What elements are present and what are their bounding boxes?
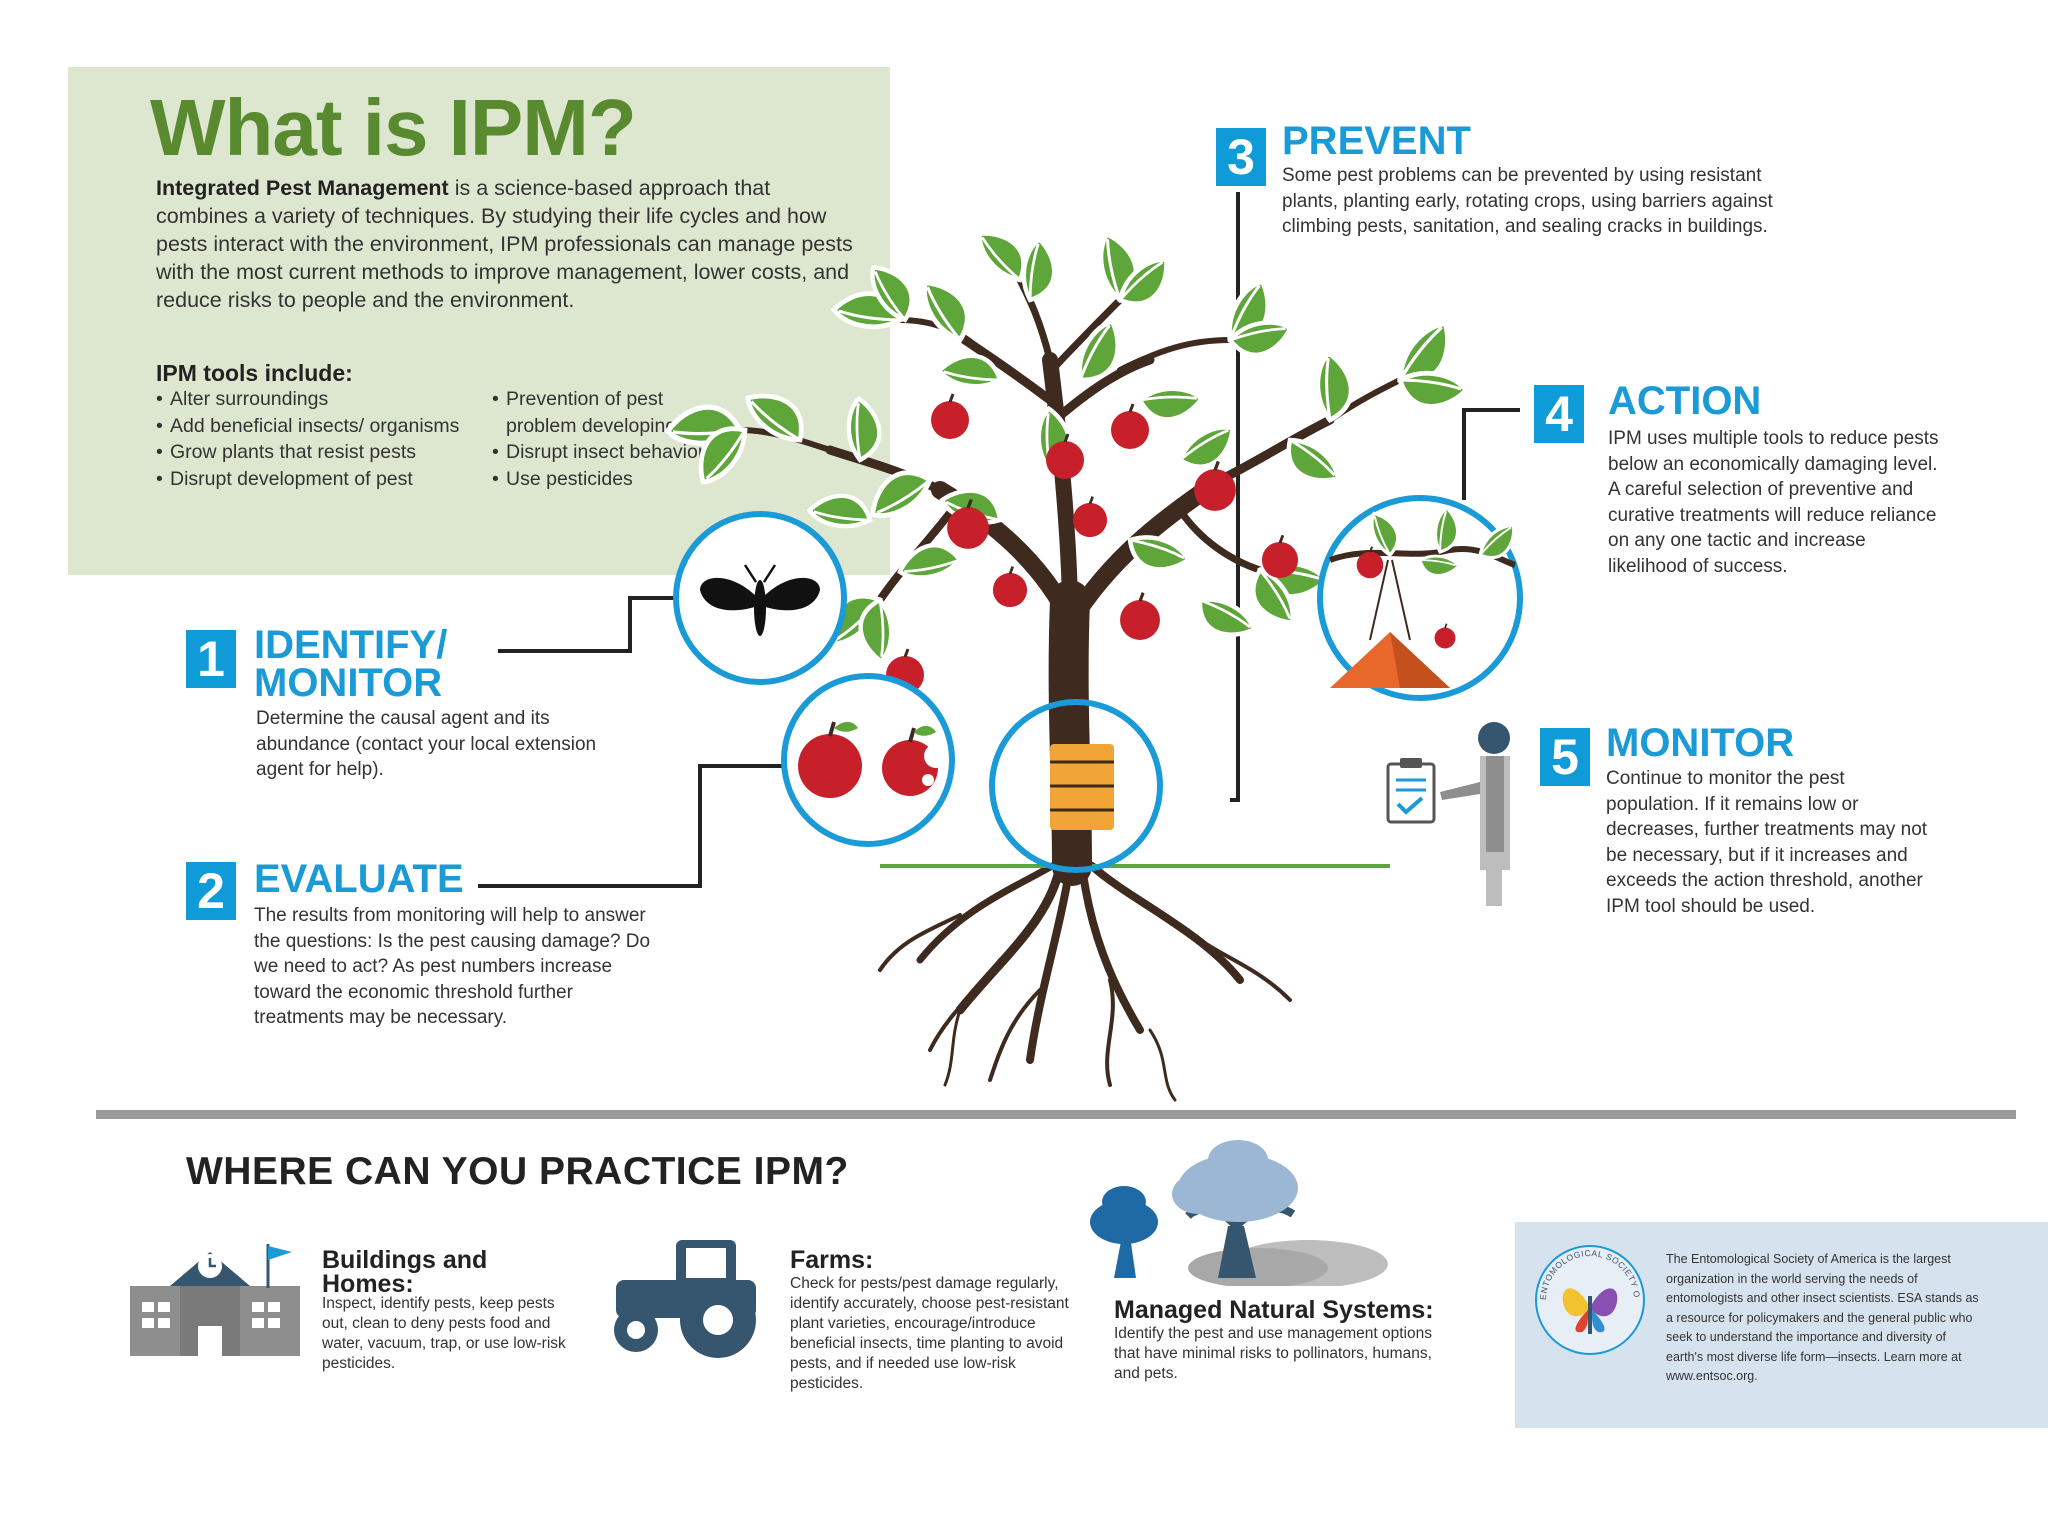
- trunk-band-circle: [989, 699, 1163, 873]
- farms-title: Farms:: [790, 1246, 874, 1274]
- step-3-title: PREVENT: [1282, 119, 1471, 163]
- intro-lead-bold: Integrated Pest Management: [156, 176, 449, 200]
- step-4-number: 4: [1534, 385, 1584, 443]
- tools-list-col1: Alter surroundings Add beneficial insect…: [152, 386, 472, 492]
- esa-logo-icon: ENTOMOLOGICAL SOCIETY OF AMERICA: [1530, 1240, 1645, 1355]
- step-3-text: Some pest problems can be prevented by u…: [1282, 165, 1773, 237]
- clipboard-icon: [1386, 758, 1436, 824]
- tool-item: Prevention of pest problem developing: [488, 386, 728, 439]
- ipm-tree-illustration: [478, 192, 1524, 1102]
- step-4-text: IPM uses multiple tools to reduce pests …: [1608, 428, 1939, 577]
- page-title: What is IPM?: [150, 83, 637, 172]
- tool-item: Alter surroundings: [152, 386, 472, 413]
- tools-list-col2: Prevention of pest problem developing Di…: [488, 386, 728, 492]
- step-2-title: EVALUATE: [254, 857, 464, 901]
- apples-circle: [781, 673, 955, 847]
- tool-item: Disrupt insect behaviors: [488, 439, 728, 466]
- step-2-number: 2: [186, 862, 236, 920]
- natural-systems-title: Managed Natural Systems:: [1114, 1296, 1434, 1324]
- apple-icon: [798, 721, 862, 798]
- tree-roots: [878, 861, 1292, 1102]
- moth-circle: [673, 511, 847, 685]
- step-1-title: IDENTIFY/ MONITOR: [254, 623, 448, 705]
- tool-item: Grow plants that resist pests: [152, 439, 472, 466]
- intro-lead-rest: is a science-based approach that combine…: [156, 176, 853, 312]
- tool-item: Use pesticides: [488, 466, 728, 493]
- connector-lines: [478, 192, 1520, 888]
- tool-item: Disrupt development of pest: [152, 466, 472, 493]
- school-building-icon: [130, 1244, 300, 1356]
- step-1-text: Determine the causal agent and its abund…: [256, 708, 597, 780]
- step-1-number: 1: [186, 630, 236, 688]
- step-2-text: The results from monitoring will help to…: [254, 905, 651, 1028]
- monitor-person-icon: [1386, 722, 1510, 906]
- trunk-band-icon: [1050, 744, 1114, 830]
- step-5-title: MONITOR: [1606, 721, 1795, 765]
- step-5-text: Continue to monitor the pest population.…: [1606, 768, 1928, 917]
- sticky-trap-icon: [1330, 559, 1450, 688]
- tractor-icon: [614, 1240, 756, 1358]
- tools-heading: IPM tools include:: [156, 360, 353, 386]
- where-heading: WHERE CAN YOU PRACTICE IPM?: [186, 1150, 849, 1193]
- step-4-title: ACTION: [1608, 379, 1762, 423]
- farms-text: Check for pests/pest damage regularly, i…: [790, 1275, 1069, 1392]
- natural-systems-text: Identify the pest and use management opt…: [1114, 1325, 1432, 1382]
- trees-landscape-icon: [1090, 1140, 1388, 1286]
- step-5-number: 5: [1540, 728, 1590, 786]
- tool-item: Add beneficial insects/ organisms: [152, 413, 472, 440]
- tree-trunk: [737, 276, 1403, 886]
- buildings-text: Inspect, identify pests, keep pests out,…: [322, 1295, 566, 1372]
- esa-description: The Entomological Society of America is …: [1666, 1252, 1979, 1383]
- section-divider: [96, 1110, 2016, 1119]
- trap-circle: [1317, 495, 1524, 701]
- buildings-title: Buildings and Homes:: [322, 1246, 488, 1298]
- intro-paragraph: Integrated Pest Management is a science-…: [156, 174, 864, 314]
- step-3-number: 3: [1216, 128, 1266, 186]
- moth-icon: [700, 564, 820, 636]
- damaged-apple-icon: [882, 725, 948, 796]
